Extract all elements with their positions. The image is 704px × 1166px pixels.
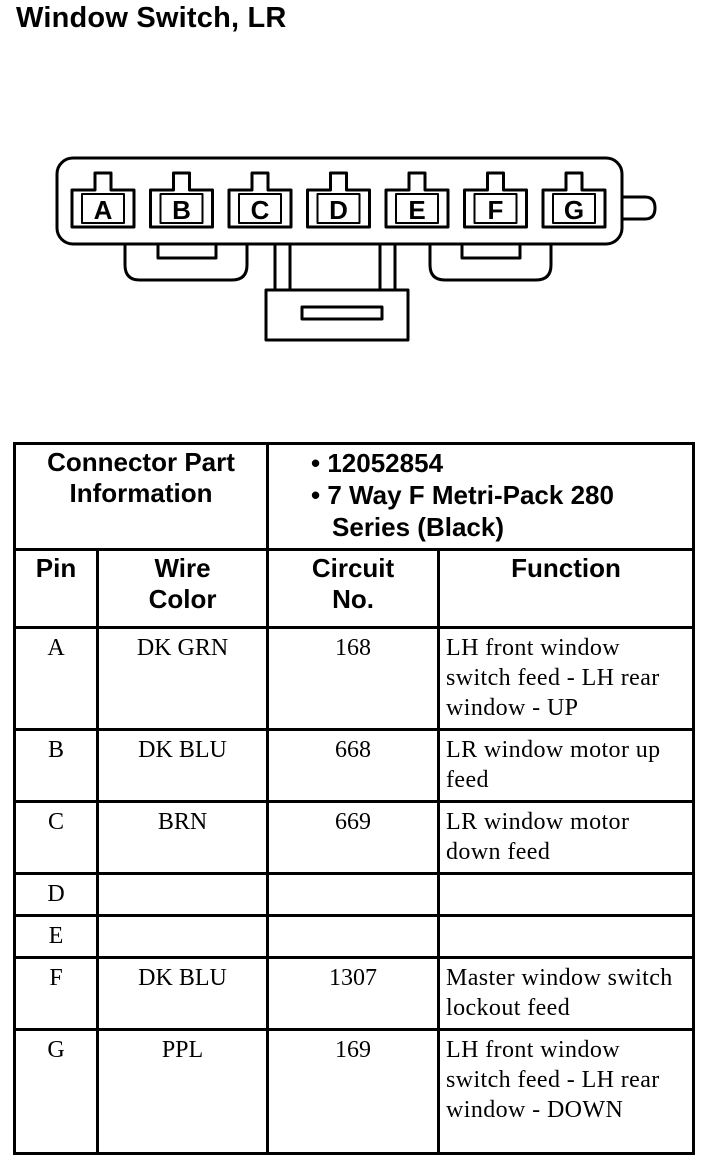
table-row: E xyxy=(13,914,696,959)
pin-label-d: D xyxy=(329,195,348,225)
column-header-wire-color: Wire Color xyxy=(95,548,270,629)
table-row: D xyxy=(13,872,696,917)
wire-color-cell xyxy=(95,872,270,917)
function-cell: LH front window switch feed - LH rear wi… xyxy=(437,1028,696,1155)
pin-cavity-a xyxy=(70,171,136,229)
circuit-cell: 668 xyxy=(266,728,441,803)
pin-cell: A xyxy=(13,626,99,731)
circuit-cell: 169 xyxy=(266,1028,441,1155)
wire-color-cell: BRN xyxy=(95,800,270,875)
pin-label-c: C xyxy=(251,195,270,225)
pin-cavity-g xyxy=(541,171,607,229)
left-latch xyxy=(123,244,249,282)
part-info-label: Connector Part Information xyxy=(12,442,270,551)
wire-color-cell xyxy=(95,914,270,959)
pin-cavity-inner xyxy=(473,193,518,224)
pin-label-e: E xyxy=(408,195,425,225)
pin-cell: G xyxy=(13,1028,99,1155)
wire-color-cell: DK BLU xyxy=(95,728,270,803)
wire-color-cell: PPL xyxy=(95,1028,270,1155)
column-header-pin: Pin xyxy=(13,548,99,629)
center-release-tab xyxy=(264,288,410,342)
pin-label-b: B xyxy=(172,195,191,225)
function-cell: Master window switch lockout feed xyxy=(437,956,696,1031)
pin-cavity-inner xyxy=(81,193,125,224)
pin-cell: C xyxy=(13,800,99,875)
function-cell xyxy=(437,914,696,959)
pin-cavity-inner xyxy=(552,193,596,224)
column-header-function: Function xyxy=(437,548,696,629)
column-header-circuit: Circuit No. xyxy=(266,548,441,629)
wire-color-cell: DK GRN xyxy=(95,626,270,731)
pin-cavity-inner xyxy=(395,193,439,224)
connector-info-table: Connector Part Information • 12052854 • … xyxy=(12,442,696,1155)
function-cell: LH front window switch feed - LH rear wi… xyxy=(437,626,696,731)
page-title: Window Switch, LR xyxy=(16,2,287,34)
pin-cavity-inner xyxy=(316,193,361,224)
circuit-cell: 669 xyxy=(266,800,441,875)
pin-label-f: F xyxy=(488,195,504,225)
right-latch-slot xyxy=(460,242,522,260)
pin-cavity-f xyxy=(463,171,528,229)
pin-cavity-inner xyxy=(159,193,204,224)
connector-body xyxy=(55,156,624,246)
circuit-cell: 1307 xyxy=(266,956,441,1031)
circuit-cell xyxy=(266,914,441,959)
wire-color-cell: DK BLU xyxy=(95,956,270,1031)
circuit-cell: 168 xyxy=(266,626,441,731)
left-latch-slot xyxy=(156,242,218,260)
function-cell: LR window motor down feed xyxy=(437,800,696,875)
pin-cavity-inner xyxy=(238,193,282,224)
connector-lock-tab xyxy=(622,195,657,221)
pin-label-a: A xyxy=(94,195,113,225)
pin-cell: B xyxy=(13,728,99,803)
part-number-item: • 12052854 xyxy=(311,448,444,478)
circuit-cell xyxy=(266,872,441,917)
pin-label-g: G xyxy=(564,195,584,225)
connector-diagram: A B C D E F G xyxy=(55,156,657,342)
pin-cavity-d xyxy=(306,171,371,229)
pin-cavity-b xyxy=(149,171,214,229)
part-number-item: • 7 Way F Metri-Pack 280 Series (Black) xyxy=(311,480,614,542)
pin-cell: E xyxy=(13,914,99,959)
part-numbers: • 12052854 • 7 Way F Metri-Pack 280 Seri… xyxy=(266,442,696,551)
pin-cavity-e xyxy=(384,171,450,229)
part-info-row: Connector Part Information • 12052854 • … xyxy=(12,442,696,551)
center-release-slot xyxy=(300,305,384,321)
pin-cell: D xyxy=(13,872,99,917)
column-header-row: Pin Wire Color Circuit No. Function xyxy=(13,548,696,629)
function-cell xyxy=(437,872,696,917)
pin-cell: F xyxy=(13,956,99,1031)
function-cell: LR window motor up feed xyxy=(437,728,696,803)
pin-cavity-c xyxy=(227,171,293,229)
right-latch xyxy=(428,244,553,282)
